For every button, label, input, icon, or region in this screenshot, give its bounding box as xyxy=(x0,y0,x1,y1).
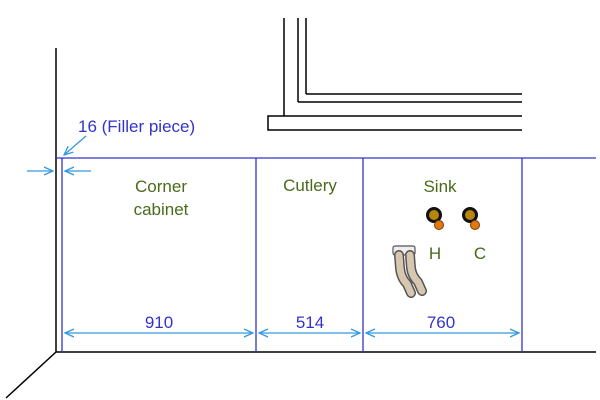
waste-pipe-icon xyxy=(392,245,427,298)
sink-width: 760 xyxy=(427,313,455,332)
corner-cabinet-label-line1: Corner xyxy=(135,177,187,196)
room-walls xyxy=(5,48,596,399)
cabinet-labels: Corner cabinet Cutlery Sink xyxy=(134,176,457,219)
corner-cabinet-label-line2: cabinet xyxy=(134,200,189,219)
sink-label: Sink xyxy=(423,177,457,196)
cutlery-width: 514 xyxy=(296,313,324,332)
corner-cabinet-width: 910 xyxy=(145,313,173,332)
filler-leader-arrow xyxy=(64,135,87,155)
hot-tap-icon xyxy=(426,207,444,230)
hot-tap-label: H xyxy=(429,244,441,263)
filler-label: 16 (Filler piece) xyxy=(78,117,195,136)
window-frame xyxy=(267,18,522,131)
cabinet-run xyxy=(56,157,596,352)
cutlery-label: Cutlery xyxy=(283,176,337,195)
filler-annotation: 16 (Filler piece) xyxy=(27,117,195,171)
cold-tap-label: C xyxy=(474,244,486,263)
cold-tap-icon xyxy=(462,207,480,230)
dimension-labels: 910 514 760 xyxy=(145,313,455,332)
window-sill xyxy=(267,115,522,131)
floor-perspective-line xyxy=(5,351,57,399)
